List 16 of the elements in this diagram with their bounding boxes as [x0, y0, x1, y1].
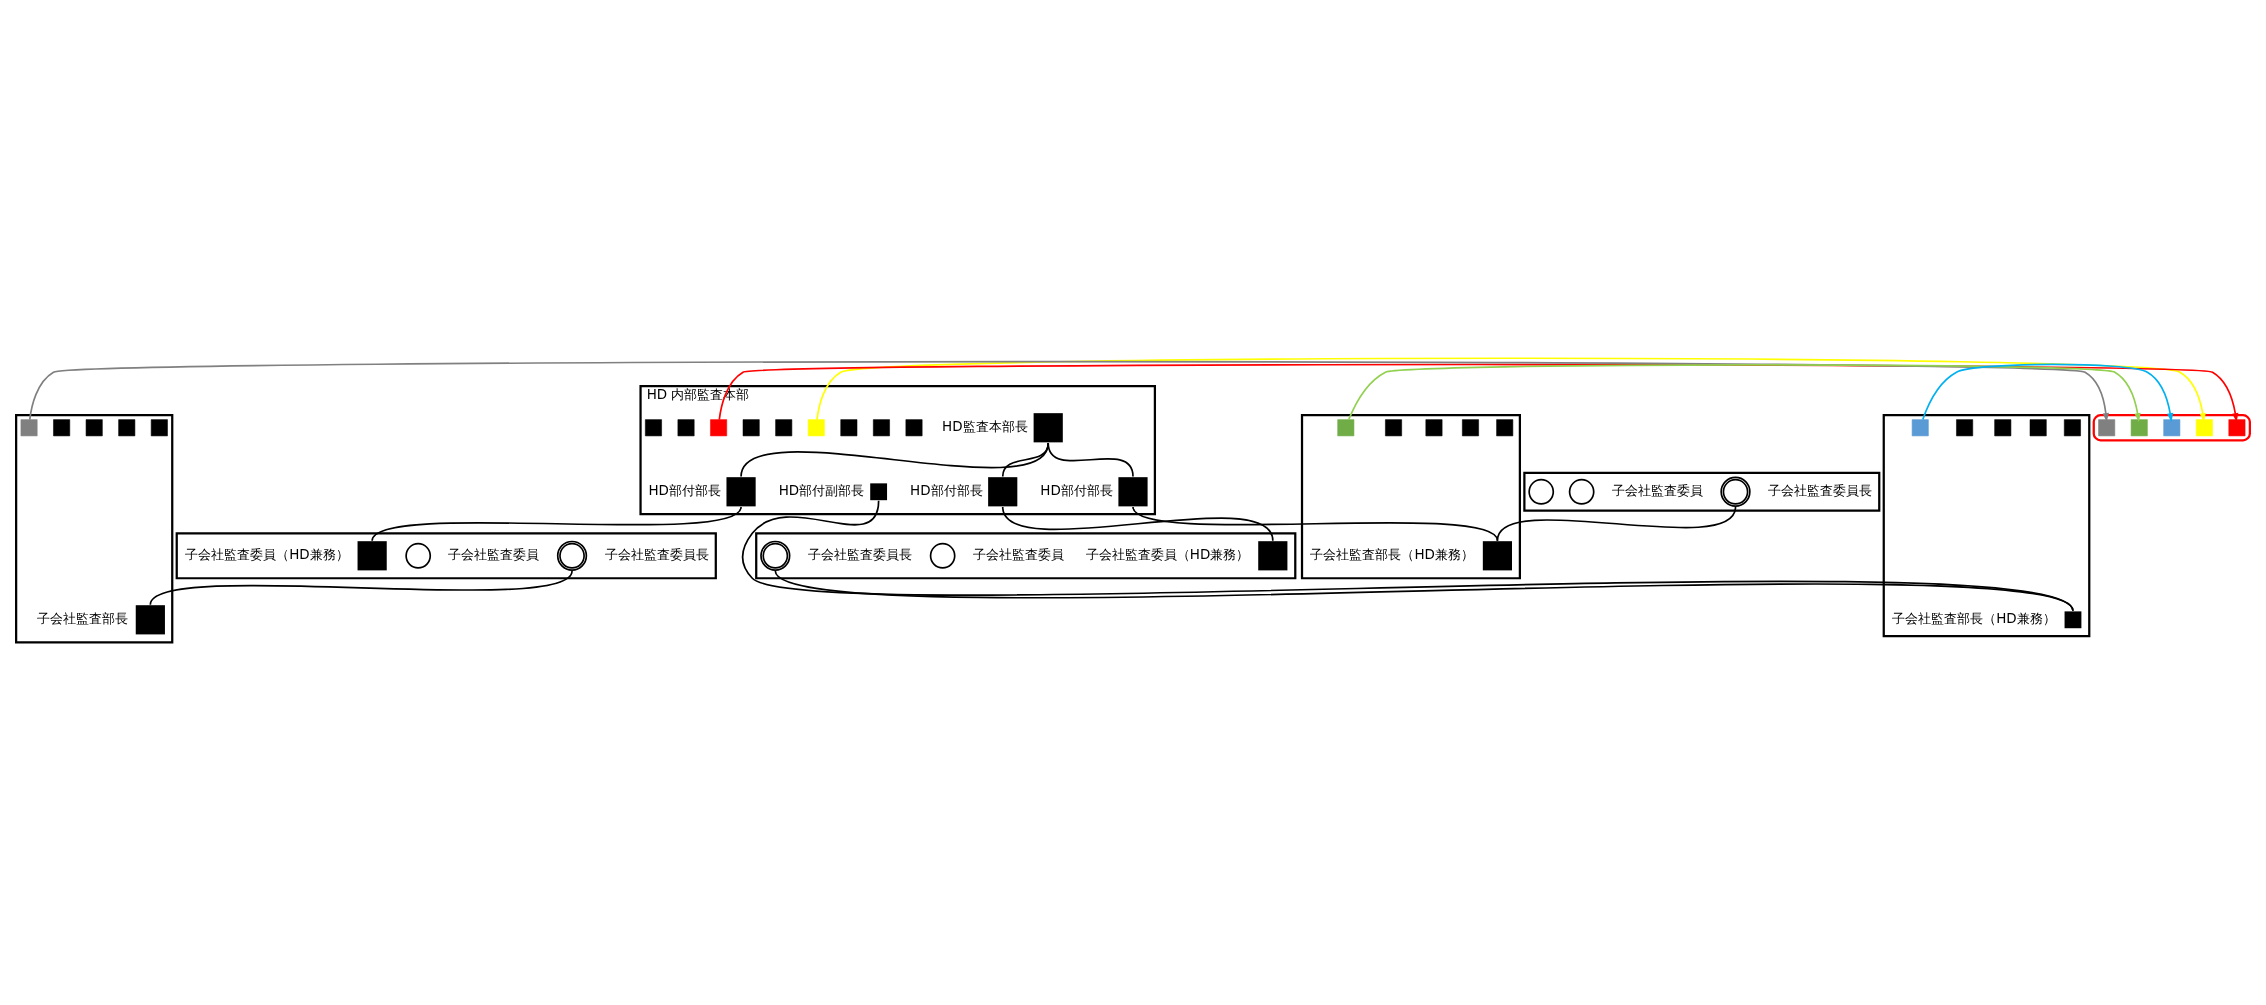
- node-label: 子会社監査委員: [448, 546, 540, 563]
- node-label: 子会社監査部長: [37, 610, 129, 627]
- node-label: HD部付部長: [1040, 482, 1113, 499]
- node-label: 子会社監査部長（HD兼務）: [1310, 546, 1474, 563]
- node-label: 子会社監査委員長: [808, 546, 913, 563]
- node-label: HD部付部長: [648, 482, 721, 499]
- node-label: 子会社監査部長（HD兼務）: [1892, 610, 2056, 627]
- node-label: 子会社監査委員: [972, 546, 1064, 563]
- node-label: 子会社監査委員長: [604, 546, 709, 563]
- node-label: 子会社監査委員: [1611, 482, 1703, 499]
- node-label: 子会社監査委員（HD兼務）: [1085, 546, 1250, 563]
- node-label: HD部付部長: [910, 482, 983, 499]
- node-label: HD監査本部長: [942, 418, 1028, 435]
- node-label: 子会社監査委員長: [1768, 482, 1873, 499]
- node-label: HD部付副部長: [778, 482, 865, 499]
- node-label: 子会社監査委員（HD兼務）: [185, 546, 349, 563]
